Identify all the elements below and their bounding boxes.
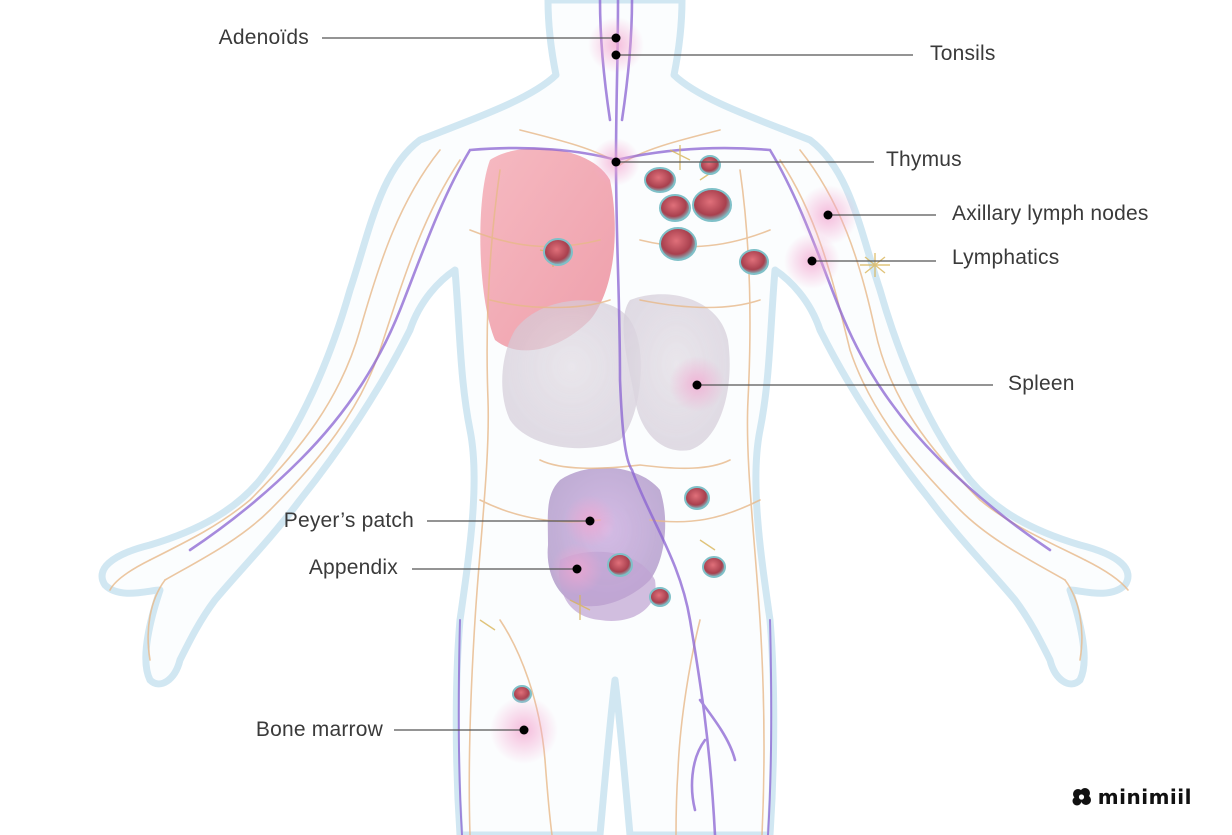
marker-dot-spleen [692,380,702,390]
label-tonsils: Tonsils [930,42,996,65]
label-appendix: Appendix [308,556,398,579]
veins [188,0,1052,835]
marker-dot-axillary [823,210,833,220]
label-axillary-lymph-nodes: Axillary lymph nodes [952,202,1149,225]
label-adenoids: Adenoïds [218,26,309,49]
intestines [547,467,666,621]
abdominal-organs [502,294,730,451]
flower-logo-icon [1072,788,1091,806]
marker-dot-peyers-patch [585,516,595,526]
marker-dot-adenoids [611,33,621,43]
marker-dot-thymus [611,157,621,167]
lymphatic-vessels [109,129,1129,835]
marker-dot-lymphatics [807,256,817,266]
label-bone-marrow: Bone marrow [255,718,383,741]
marker-dot-tonsils [611,50,621,60]
label-peyers-patch: Peyer’s patch [283,509,414,532]
marker-dot-bone-marrow [519,725,529,735]
brand-logo: minimiil [1070,785,1192,809]
label-spleen: Spleen [1008,372,1075,395]
label-lymphatics: Lymphatics [952,246,1060,269]
label-thymus: Thymus [886,148,962,171]
leader-lines [322,37,993,731]
marker-dots [519,33,833,735]
brand-name: minimiil [1097,785,1192,809]
lymph-nodes [512,155,769,703]
marker-dot-appendix [572,564,582,574]
